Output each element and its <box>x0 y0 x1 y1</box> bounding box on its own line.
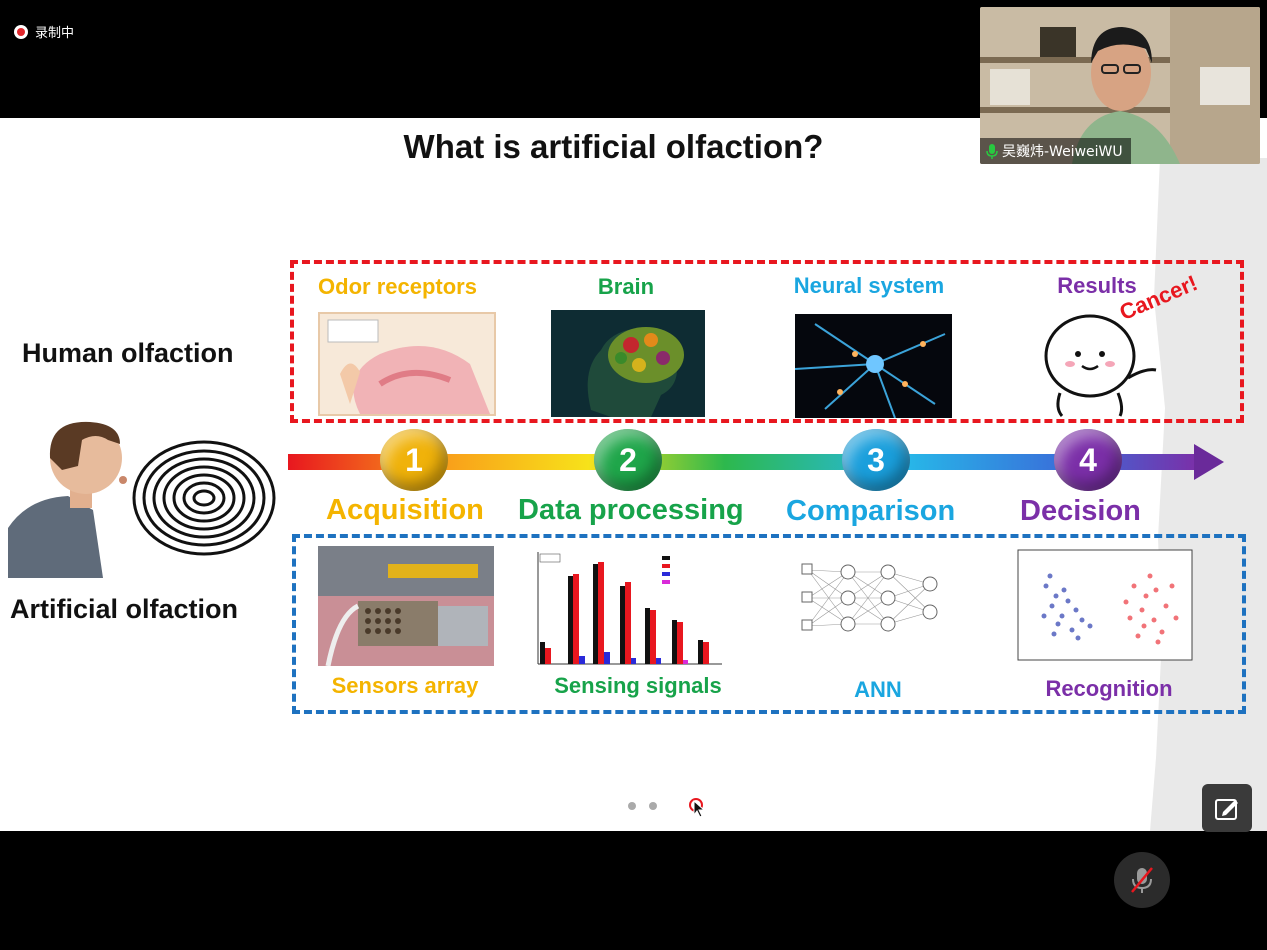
fingerprint-icon <box>128 436 278 558</box>
human-olfaction-label: Human olfaction <box>22 338 234 369</box>
shared-slide: What is artificial olfaction? Human olfa… <box>0 118 1267 831</box>
microphone-muted-icon <box>1129 865 1155 895</box>
microphone-active-icon <box>986 143 998 159</box>
brain-label: Brain <box>560 274 692 300</box>
stage-comparison: Comparison <box>786 495 955 528</box>
ann-diagram <box>784 550 964 660</box>
recording-label: 录制中 <box>35 22 74 41</box>
sensing-signals-chart <box>532 550 724 670</box>
recognition-label: Recognition <box>1024 676 1194 702</box>
paper-edge-decoration <box>1130 158 1267 831</box>
ann-label: ANN <box>838 677 918 703</box>
edit-pen-icon <box>1213 794 1241 822</box>
slide-page-indicator[interactable] <box>628 802 657 810</box>
participant-name-tag: 吴巍炜-WeiweiWU <box>980 138 1131 164</box>
recording-indicator[interactable]: 录制中 <box>14 22 74 41</box>
stage-data-processing: Data processing <box>518 494 744 527</box>
brain-image <box>551 310 705 417</box>
page-dot-2[interactable] <box>649 802 657 810</box>
sensors-array-label: Sensors array <box>312 673 498 699</box>
mouse-cursor-icon <box>688 797 706 819</box>
stage-4-badge: 4 <box>1054 429 1122 491</box>
neural-system-label: Neural system <box>775 273 963 299</box>
record-icon <box>14 25 28 39</box>
sensors-array-image <box>318 546 494 666</box>
neural-system-image <box>795 314 952 418</box>
cartoon-character-image <box>1040 308 1240 418</box>
stage-acquisition: Acquisition <box>326 494 484 527</box>
page-dot-1[interactable] <box>628 802 636 810</box>
recognition-pca-plot <box>1006 546 1196 670</box>
annotate-button[interactable] <box>1202 784 1252 832</box>
nasal-anatomy-image <box>318 312 496 416</box>
odor-receptors-label: Odor receptors <box>300 274 495 300</box>
artificial-olfaction-label: Artificial olfaction <box>10 594 238 625</box>
stage-1-badge: 1 <box>380 429 448 491</box>
stage-decision: Decision <box>1020 495 1141 528</box>
sensing-signals-label: Sensing signals <box>534 673 742 699</box>
stage-3-badge: 3 <box>842 429 910 491</box>
participant-video-tile[interactable]: 吴巍炜-WeiweiWU <box>980 7 1260 164</box>
mute-toggle-button[interactable] <box>1114 852 1170 908</box>
stage-2-badge: 2 <box>594 429 662 491</box>
participant-name: 吴巍炜-WeiweiWU <box>1002 141 1123 161</box>
